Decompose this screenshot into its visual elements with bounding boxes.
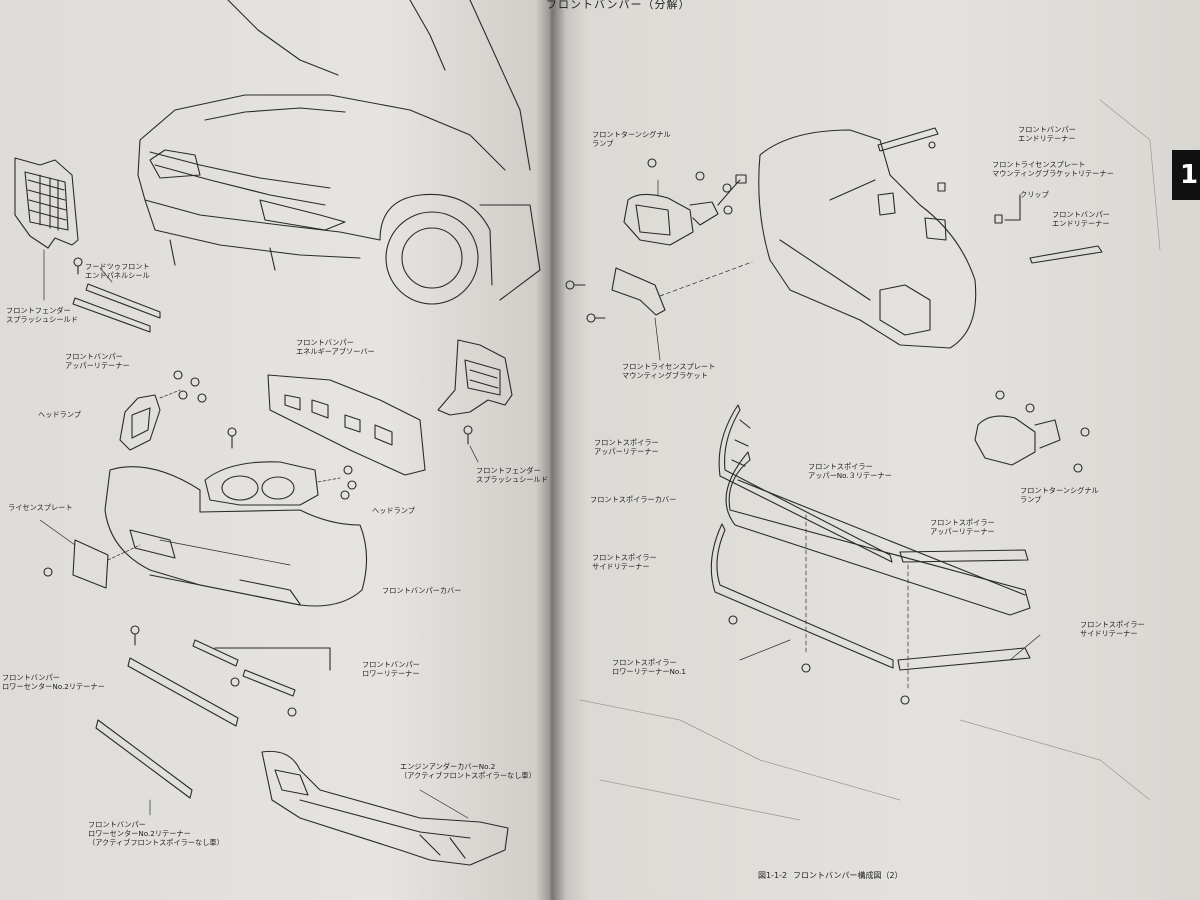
label-engine-under-cover: エンジンアンダーカバーNo.2 （アクティブフロントスポイラーなし車） xyxy=(400,762,536,780)
label-turn-signal-2: フロントターンシグナル ランプ xyxy=(1020,486,1099,504)
fender-splash-shield-left xyxy=(14,157,79,301)
energy-absorber xyxy=(267,374,426,476)
headlamp-large xyxy=(204,427,357,506)
right-bumper-cover xyxy=(758,129,977,349)
label-spoiler-upper: フロントスポイラー アッパーリテーナー xyxy=(594,438,659,456)
figure-number: 図1-1-2 xyxy=(758,871,788,880)
label-end-retainer-1: フロントバンパー エンドリテーナー xyxy=(1018,125,1076,143)
figure-caption: 図1-1-2 フロントバンパー構成図（2） xyxy=(758,870,909,881)
headlamp-small xyxy=(119,370,207,451)
car-front-illustration xyxy=(137,0,541,305)
label-lower-center-2b: フロントバンパー ロワーセンターNo.2リテーナー （アクティブフロントスポイラ… xyxy=(88,820,224,847)
license-plate xyxy=(39,519,141,589)
label-bumper-cover: フロントバンパーカバー xyxy=(382,586,462,595)
label-spoiler-lower-1: フロントスポイラー ロワーリテーナーNo.1 xyxy=(612,658,687,676)
figure-title: フロントバンパー構成図（2） xyxy=(793,871,903,880)
front-bumper-cover xyxy=(104,466,368,607)
label-spoiler-side-2: フロントスポイラー サイドリテーナー xyxy=(1080,620,1145,638)
label-end-retainer-2: フロントバンパー エンドリテーナー xyxy=(1052,210,1110,228)
spoiler-assembly xyxy=(710,404,1041,705)
hood-seal-strips xyxy=(72,257,161,333)
label-headlamp-2: ヘッドランプ xyxy=(372,506,415,515)
label-hood-seal: フードツゥフロント エンドパネルシール xyxy=(85,262,150,280)
engine-under-cover xyxy=(261,750,509,866)
bracket-retainers-clips xyxy=(877,127,1103,264)
label-clip: クリップ xyxy=(1020,190,1049,199)
turn-signal-lamp-2 xyxy=(974,390,1090,473)
label-lower-center-2: フロントバンパー ロワーセンターNo.2リテーナー xyxy=(2,673,105,691)
label-license-bracket: フロントライセンスプレート マウンティングブラケット xyxy=(622,362,716,380)
label-spoiler-cover: フロントスポイラーカバー xyxy=(590,495,677,504)
label-headlamp-1: ヘッドランプ xyxy=(38,410,81,419)
section-header: フロントバンパー（分解） xyxy=(546,0,691,11)
lower-retainers xyxy=(95,625,331,816)
book-gutter xyxy=(536,0,566,900)
label-spoiler-upper-2: フロントスポイラー アッパーリテーナー xyxy=(930,518,995,536)
turn-signal-lamp-1 xyxy=(623,158,747,246)
label-license-bracket-retainer: フロントライセンスプレート マウンティングブラケットリテーナー xyxy=(992,160,1114,178)
license-bracket xyxy=(565,261,753,361)
label-lower-retainer: フロントバンパー ロワーリテーナー xyxy=(362,660,420,678)
chapter-tab: 1 xyxy=(1172,150,1200,200)
fender-splash-shield-right xyxy=(437,339,513,463)
label-spoiler-upper-3: フロントスポイラー アッパーNo.３リテーナー xyxy=(808,462,892,480)
label-turn-signal-1: フロントターンシグナル ランプ xyxy=(592,130,671,148)
label-fender-splash-shield-left: フロントフェンダー スプラッシュシールド xyxy=(6,306,78,324)
left-page xyxy=(0,0,550,900)
label-energy-absorber: フロントバンパー エネルギーアブソーバー xyxy=(296,338,375,356)
label-spoiler-side: フロントスポイラー サイドリテーナー xyxy=(592,553,657,571)
label-license-plate: ライセンスプレート xyxy=(8,503,73,512)
label-fender-splash-shield-right: フロントフェンダー スプラッシュシールド xyxy=(476,466,548,484)
label-upper-retainer: フロントバンパー アッパーリテーナー xyxy=(65,352,130,370)
right-page xyxy=(550,0,1200,900)
background-bleed-through xyxy=(579,99,1161,821)
